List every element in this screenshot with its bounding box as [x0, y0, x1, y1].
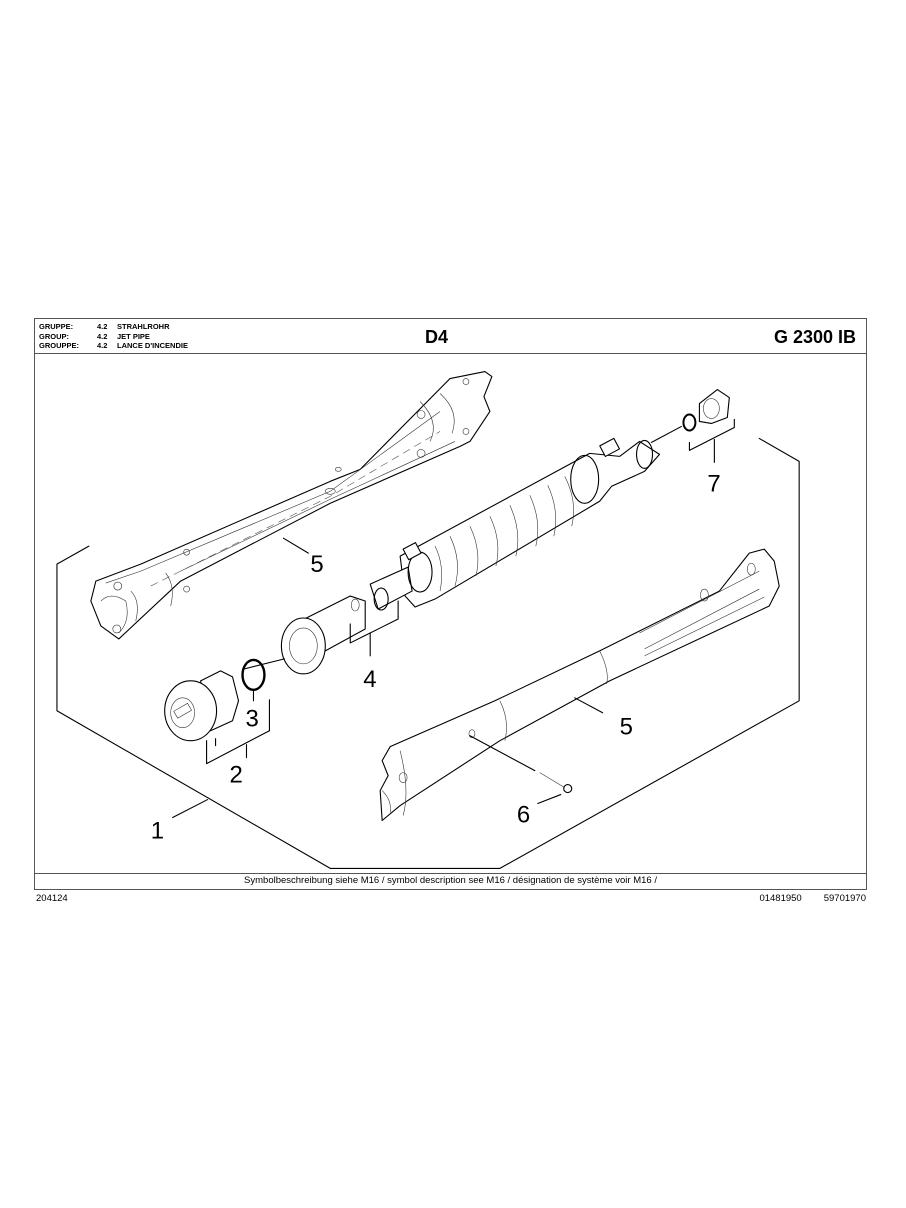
group-key: GROUP:	[39, 331, 69, 341]
group-row-de: GRUPPE: 4.2 STRAHLROHR	[39, 322, 188, 332]
callout-1: 1	[151, 817, 164, 844]
callout-4: 4	[363, 666, 376, 693]
leader-lines	[172, 418, 735, 819]
document-code-1: 01481950	[759, 893, 802, 904]
handle-upper-shell	[90, 371, 493, 640]
callout-2: 2	[230, 762, 243, 789]
callout-5-lower: 5	[620, 714, 633, 741]
document-codes: 01481950 59701970	[759, 893, 866, 904]
screw	[539, 772, 573, 794]
callout-5-upper: 5	[310, 551, 323, 578]
group-labels: GRUPPE: 4.2 STRAHLROHR GROUP: 4.2 JET PI…	[39, 322, 188, 351]
sheet-header: GRUPPE: 4.2 STRAHLROHR GROUP: 4.2 JET PI…	[35, 319, 866, 354]
group-number: 4.2	[97, 322, 108, 331]
group-key: GRUPPE:	[39, 322, 74, 331]
handle-lower-shell	[379, 548, 780, 822]
callout-6: 6	[517, 801, 530, 828]
parts-sheet: GRUPPE: 4.2 STRAHLROHR GROUP: 4.2 JET PI…	[34, 318, 867, 890]
group-key: GROUPPE:	[39, 341, 80, 350]
jet-pipe-spiral	[369, 437, 661, 611]
exploded-view-drawing: 1 2 3 4 5 5 6 7	[56, 371, 800, 869]
callout-7: 7	[707, 470, 720, 497]
group-name: STRAHLROHR	[117, 322, 170, 331]
group-row-en: GROUP: 4.2 JET PIPE	[39, 332, 188, 342]
document-id: 204124	[36, 893, 68, 904]
assembly-bracket	[56, 437, 800, 869]
callout-3: 3	[245, 706, 258, 733]
group-name: LANCE D'INCENDIE	[117, 341, 188, 350]
group-row-fr: GROUPPE: 4.2 LANCE D'INCENDIE	[39, 341, 188, 351]
connector	[682, 388, 730, 432]
symbol-note: Symbolbeschreibung siehe M16 / symbol de…	[35, 873, 866, 889]
group-number: 4.2	[97, 341, 108, 350]
model-name: G 2300 IB	[773, 327, 856, 347]
pipe-insert	[280, 595, 366, 675]
document-code-2: 59701970	[823, 893, 866, 904]
sheet-code: D4	[425, 327, 449, 347]
group-number: 4.2	[97, 331, 108, 341]
group-name: JET PIPE	[117, 331, 150, 341]
nozzle-cap	[164, 670, 240, 742]
